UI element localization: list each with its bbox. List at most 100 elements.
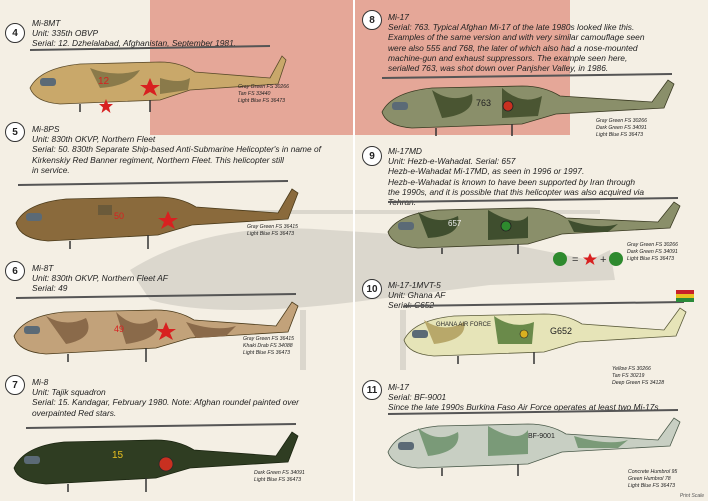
roundel-equation-icon: = + <box>553 252 623 266</box>
paint-list: Gray Green FS 30266 Dark Green FS 34091 … <box>627 242 678 263</box>
panel-number-badge: 8 <box>362 10 382 30</box>
paint-item: Green Humbrol 78 <box>628 476 671 482</box>
helicopter-profile-mi17-burkina: BF-9001 <box>387 409 681 476</box>
column-divider <box>353 0 355 501</box>
brand-mark: Print Scale <box>679 493 704 499</box>
paint-item: Light Blue FS 36473 <box>627 256 675 262</box>
caption-line: Since the late 1990s Burkina Faso Air Fo… <box>388 402 659 413</box>
paint-list: Gray Green FS 30266 Tan FS 33440 Light B… <box>238 84 289 105</box>
caption-line: Serial: 50. 830th Separate Ship-based An… <box>32 144 321 155</box>
paint-item: Tan FS 30219 <box>612 373 645 379</box>
paint-item: Dark Green FS 34091 <box>254 470 305 476</box>
panel-number-badge: 6 <box>5 261 25 281</box>
svg-text:+: + <box>600 254 606 266</box>
model-name: Mi-17 <box>388 12 409 22</box>
paint-list: Yellow FS 30266 Tan FS 30219 Deep Green … <box>612 366 664 387</box>
paint-item: Light Blue FS 36473 <box>243 350 291 356</box>
fuselage-marking: 15 <box>112 450 124 461</box>
paint-list: Gray Green FS 36415 Light Blue FS 36473 <box>247 224 298 238</box>
panel-caption: Mi-8 Unit: Tajik squadron Serial: 15. Ka… <box>32 377 299 418</box>
paint-item: Light Blue FS 36473 <box>247 231 295 237</box>
paint-item: Tan FS 33440 <box>238 91 271 97</box>
caption-line: were also 555 and 768, the later of whic… <box>388 42 638 53</box>
paint-item: Light Blue FS 36473 <box>596 132 644 138</box>
panel-number-badge: 9 <box>362 146 382 166</box>
panel-number-badge: 11 <box>362 380 382 400</box>
panel-number-badge: 10 <box>362 279 382 299</box>
fuselage-marking: G652 <box>550 326 572 336</box>
paint-item: Dark Green FS 34091 <box>627 249 678 255</box>
helicopter-profile-mi17-ghana: GHANA AIR FORCE G652 <box>403 301 687 364</box>
caption-line: Unit: 335th OBVP <box>32 28 99 39</box>
paint-item: Gray Green FS 36415 <box>247 224 299 230</box>
helicopter-profile-mi8ps: 50 <box>15 180 299 249</box>
panel-caption: Mi-8MT Unit: 335th OBVP Serial: 12. Dzhe… <box>32 18 236 49</box>
model-name: Mi-17 <box>388 382 409 392</box>
caption-line: Unit: Tajik squadron <box>32 387 106 398</box>
background-helicopter-silhouette <box>120 210 615 370</box>
red-star-icon <box>99 99 113 113</box>
fuselage-marking: 763 <box>476 98 491 108</box>
panel-caption: Mi-8PS Unit: 830th OKVP, Northern Fleet … <box>32 124 321 175</box>
caption-line: Serial: 49 <box>32 283 68 294</box>
caption-line: Unit: Hezb-e-Wahadat. Serial: 657 <box>388 156 516 167</box>
helicopter-profile-mi17md: 657 <box>387 197 681 254</box>
side-text: GHANA AIR FORCE <box>436 322 491 328</box>
caption-line: Hezb-e-Wahadat is known to have been sup… <box>388 176 636 187</box>
caption-line: machine-gun and exhaust suppressors. The… <box>388 52 628 63</box>
model-name: Mi-8PS <box>32 124 60 134</box>
paint-item: Gray Green FS 30266 <box>596 118 648 124</box>
helicopter-profile-mi8mt: 12 <box>29 45 287 112</box>
paint-item: Dark Green FS 34091 <box>596 125 647 131</box>
paint-item: Light Blue FS 36473 <box>628 483 676 489</box>
paint-item: Gray Green FS 30266 <box>238 84 290 90</box>
caption-line: Serial: 15. Kandagar, February 1980. Not… <box>32 397 299 408</box>
model-name: Mi-17-1MVT-5 <box>388 280 441 290</box>
caption-line: Serial: 12. Dzhelalabad, Afghanistan, Se… <box>32 38 237 49</box>
caption-line: Hezb-e-Wahadat Mi-17MD, as seen in 1996 … <box>388 166 585 177</box>
caption-line: in service. <box>32 164 70 175</box>
helicopter-profile-mi8t: 49 <box>13 293 299 362</box>
panel-caption: Mi-17 Serial: BF-9001 Since the late 199… <box>388 382 659 413</box>
panel-number-badge: 5 <box>5 122 25 142</box>
panel-caption: Mi-17 Serial: 763. Typical Afghan Mi-17 … <box>388 12 644 73</box>
caption-line: Serial: BF-9001 <box>388 392 447 403</box>
ghana-flag-icon <box>676 290 694 302</box>
model-name: Mi-8MT <box>32 18 61 28</box>
paint-item: Khaki Drab FS 34088 <box>243 343 293 349</box>
panel-number-badge: 7 <box>5 375 25 395</box>
fuselage-marking: 49 <box>114 324 124 334</box>
caption-line: serialled 763, was shot down over Panjsh… <box>388 63 609 74</box>
panel-caption: Mi-8T Unit: 830th OKVP, Northern Fleet A… <box>32 263 168 294</box>
paint-item: Yellow FS 30266 <box>612 366 651 372</box>
paint-item: Light Blue FS 36473 <box>254 477 302 483</box>
svg-text:=: = <box>572 254 578 266</box>
helicopter-profile-mi8: 15 <box>13 423 299 492</box>
panel-number-badge: 4 <box>5 23 25 43</box>
caption-line: Kirkenskiy Red Banner regiment, Northern… <box>32 154 284 165</box>
caption-line: Unit: 830th OKVP, Northern Fleet <box>32 134 156 145</box>
caption-line: Unit: Ghana AF <box>388 290 446 301</box>
paint-list: Dark Green FS 34091 Light Blue FS 36473 <box>254 470 305 484</box>
caption-line: Unit: 830th OKVP, Northern Fleet AF <box>32 273 168 284</box>
model-name: Mi-8 <box>32 377 49 387</box>
caption-line: overpainted Red stars. <box>32 407 117 418</box>
paint-item: Deep Green FS 34128 <box>612 380 665 386</box>
paint-item: Light Blue FS 36473 <box>238 98 286 104</box>
paint-list: Gray Green FS 30266 Dark Green FS 34091 … <box>596 118 647 139</box>
fuselage-marking: 657 <box>448 219 462 228</box>
paint-item: Gray Green FS 36415 <box>243 336 295 342</box>
fuselage-marking: BF-9001 <box>528 433 555 440</box>
model-name: Mi-17MD <box>388 146 422 156</box>
model-name: Mi-8T <box>32 263 54 273</box>
paint-item: Gray Green FS 30266 <box>627 242 679 248</box>
caption-line: Examples of the same version and with ve… <box>388 32 645 43</box>
helicopter-profile-mi17-afghan: 763 <box>381 73 675 136</box>
paint-item: Concrete Humbrol 95 <box>628 469 678 475</box>
paint-list: Gray Green FS 36415 Khaki Drab FS 34088 … <box>243 336 294 357</box>
fuselage-marking: 12 <box>98 76 110 87</box>
caption-line: the 1990s, and it is possible that this … <box>388 186 645 197</box>
paint-list: Concrete Humbrol 95 Green Humbrol 78 Lig… <box>628 469 677 490</box>
fuselage-marking: 50 <box>114 211 124 221</box>
